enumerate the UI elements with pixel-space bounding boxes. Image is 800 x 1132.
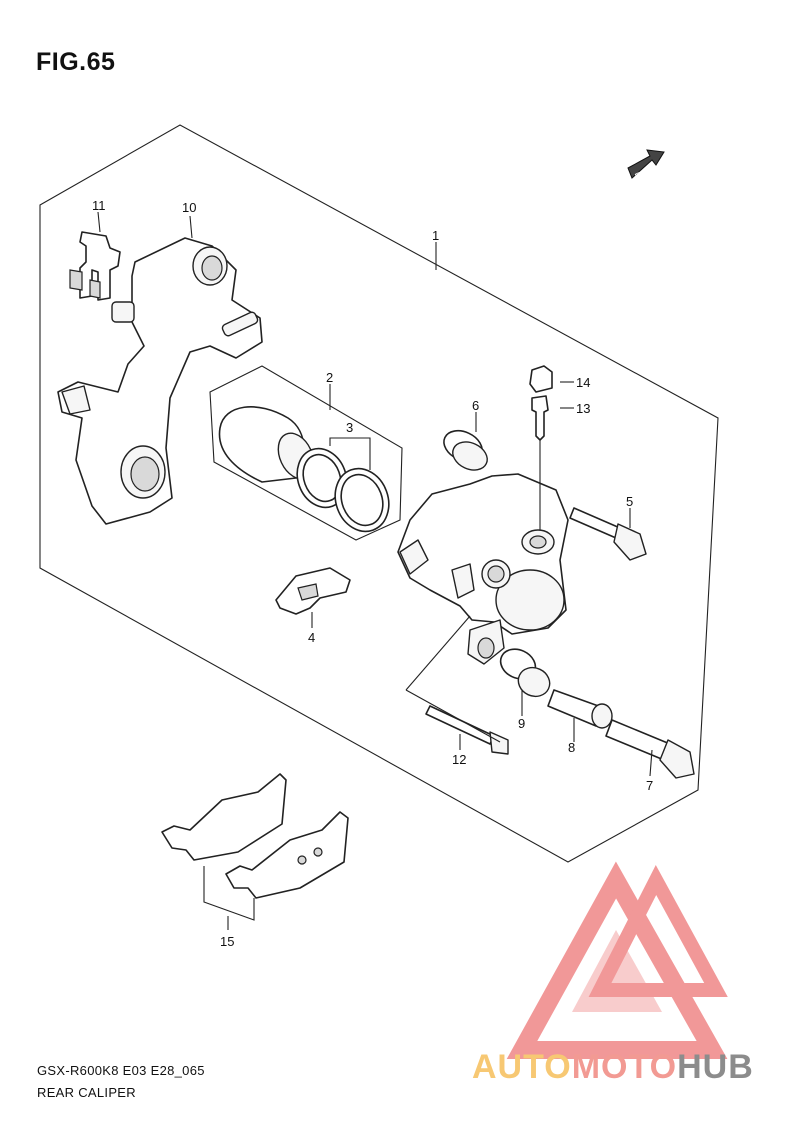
callout-10: 10 xyxy=(182,200,196,215)
callout-11: 11 xyxy=(92,198,106,213)
callout-1: 1 xyxy=(432,228,439,243)
bleeder-cap xyxy=(529,365,553,393)
boot-9 xyxy=(499,648,551,698)
callout-15: 15 xyxy=(220,934,234,949)
watermark-moto: MOTO xyxy=(571,1048,678,1086)
piston-kit xyxy=(209,365,403,541)
callout-8: 8 xyxy=(568,740,575,755)
footer-part-name: REAR CALIPER xyxy=(37,1085,136,1100)
bleeder-valve xyxy=(531,395,549,441)
bolt-7 xyxy=(605,719,695,779)
caliper-bracket xyxy=(57,237,263,525)
leader-lines xyxy=(97,211,653,930)
figure-title: FIG.65 xyxy=(36,48,116,76)
callout-2: 2 xyxy=(326,370,333,385)
callout-3: 3 xyxy=(346,420,353,435)
watermark-logo xyxy=(506,861,728,1059)
brake-pads xyxy=(161,773,349,899)
pin-12 xyxy=(425,705,509,755)
sleeve-8 xyxy=(547,689,613,729)
fwd-arrow-icon: FWD xyxy=(627,149,665,180)
callout-7: 7 xyxy=(646,778,653,793)
callout-14: 14 xyxy=(576,375,590,390)
callout-9: 9 xyxy=(518,716,525,731)
watermark-auto: AUTO xyxy=(472,1048,572,1086)
assembly-boundary xyxy=(39,124,719,863)
pad-spring-clip xyxy=(69,231,121,301)
watermark-hub: HUB xyxy=(677,1048,754,1086)
boot-6 xyxy=(443,429,488,471)
pad-retainer xyxy=(275,567,351,615)
footer-model-code: GSX-R600K8 E03 E28_065 xyxy=(37,1063,205,1078)
callout-6: 6 xyxy=(472,398,479,413)
callout-5: 5 xyxy=(626,494,633,509)
callout-12: 12 xyxy=(452,752,466,767)
callout-4: 4 xyxy=(308,630,315,645)
watermark-text: AUTOMOTOHUB xyxy=(472,1048,754,1087)
bolt-5 xyxy=(569,507,647,561)
caliper-body xyxy=(397,473,569,665)
callout-13: 13 xyxy=(576,401,590,416)
